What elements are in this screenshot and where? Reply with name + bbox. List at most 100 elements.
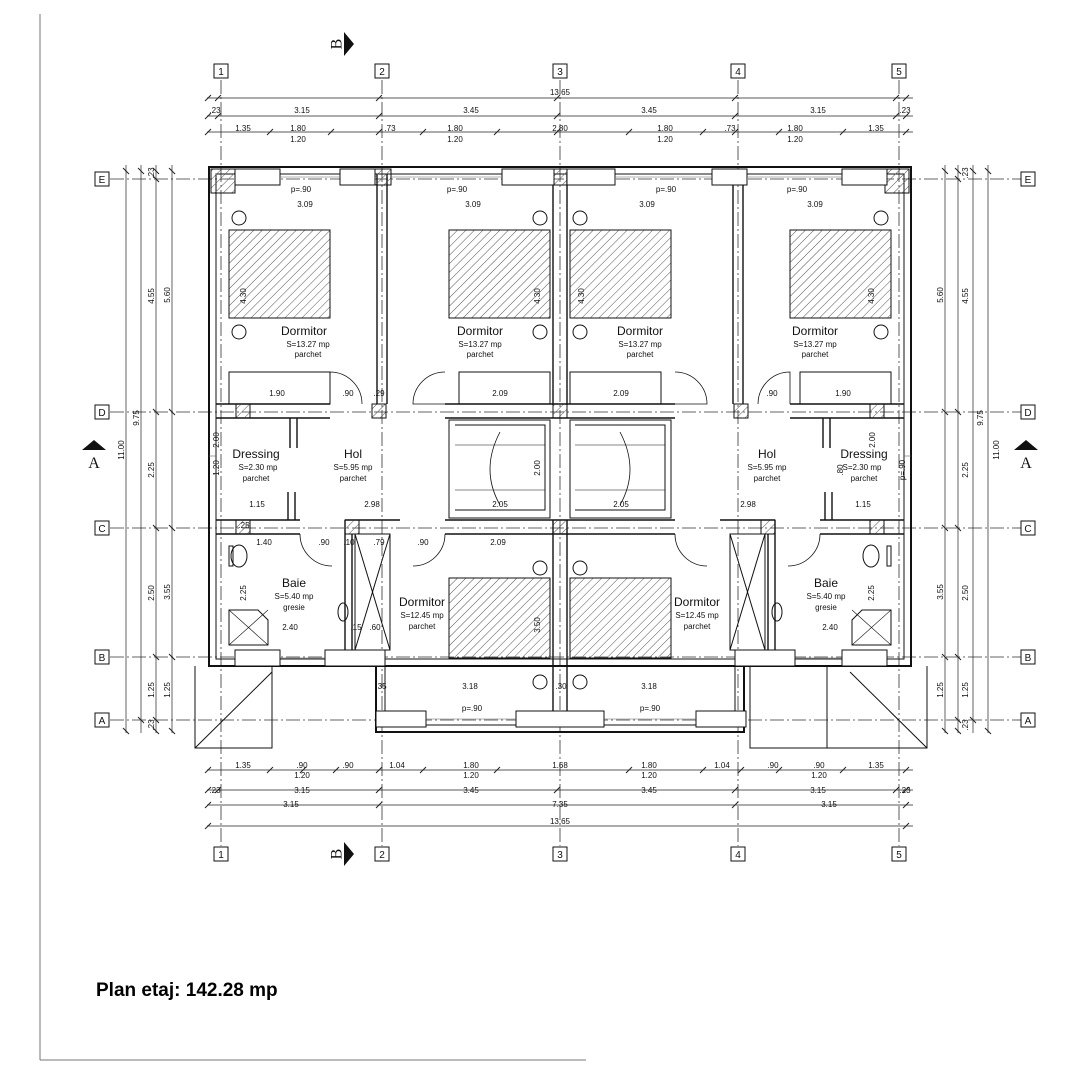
dim-bottom-sill: 1.20 (294, 771, 310, 780)
room-area: S=5.40 mp (275, 592, 314, 601)
axis-label-d-left: D (98, 408, 105, 419)
room-name: Baie (282, 576, 306, 590)
dim-top-axis: 3.15 (294, 106, 310, 115)
room-dressing-left: Dressing S=2.30 mp parchet (232, 447, 279, 483)
axis-markers (94, 63, 1036, 862)
room-dormitor-2: Dormitor S=13.27 mp parchet (457, 324, 503, 359)
wardrobes (228, 371, 892, 651)
dim-bottom-axis: 3.45 (463, 786, 479, 795)
dim-interior: p=.90 (640, 704, 661, 713)
section-b-arrow-top (344, 32, 354, 56)
dim-bottom-opening: .90 (342, 761, 354, 770)
dim-top-opening: 1.35 (235, 124, 251, 133)
room-finish: parchet (851, 474, 878, 483)
dim-interior: p=.90 (656, 185, 677, 194)
axis-label-e-right: E (1025, 175, 1032, 186)
axis-label-3-top: 3 (557, 67, 563, 78)
dim-top-axis: 3.45 (463, 106, 479, 115)
room-finish: parchet (627, 350, 654, 359)
dim-interior: 2.40 (282, 623, 298, 632)
room-name: Dormitor (457, 324, 503, 338)
room-area: S=13.27 mp (458, 340, 502, 349)
room-name: Dormitor (674, 595, 720, 609)
plan-caption: Plan etaj: 142.28 mp (96, 980, 278, 1001)
room-dormitor-1: Dormitor S=13.27 mp parchet (281, 324, 330, 359)
dim-interior: 3.18 (641, 682, 657, 691)
dim-top-opening: .73 (724, 124, 736, 133)
dim-top-sill: 1.20 (290, 135, 306, 144)
room-finish: parchet (684, 622, 711, 631)
dim-interior: 1.90 (269, 389, 285, 398)
dim-left-mid: 1.25 (163, 682, 172, 698)
room-name: Hol (344, 447, 362, 461)
dim-left-inner: 1.25 (147, 682, 156, 698)
axis-label-2-top: 2 (379, 67, 385, 78)
dim-interior: .29 (373, 389, 385, 398)
dim-right-inner: .23 (961, 167, 970, 179)
section-a-label-right: A (1020, 455, 1032, 472)
dim-interior: 2.40 (822, 623, 838, 632)
window-glazing (209, 176, 911, 720)
room-area: S=5.40 mp (807, 592, 846, 601)
dim-interior: .90 (766, 389, 778, 398)
room-finish: parchet (467, 350, 494, 359)
dim-top-opening: 1.80 (657, 124, 673, 133)
dim-interior: 4.30 (533, 288, 542, 304)
dim-top-sill: 1.20 (657, 135, 673, 144)
dim-interior: 1.40 (256, 538, 272, 547)
beds (228, 229, 892, 659)
section-b-label-top: B (329, 39, 346, 50)
dim-interior: .35 (375, 682, 387, 691)
dim-interior: 3.09 (807, 200, 823, 209)
dim-bottom-sill: 1.20 (641, 771, 657, 780)
dim-bottom-opening: .90 (296, 761, 308, 770)
axis-label-b-right: B (1025, 653, 1032, 664)
room-hol-left: Hol S=5.95 mp parchet (334, 447, 373, 483)
dim-right-inner: 4.55 (961, 288, 970, 304)
dim-interior: .80 (836, 464, 845, 476)
room-finish: parchet (243, 474, 270, 483)
dim-bottom-opening: 1.80 (641, 761, 657, 770)
dim-interior: 1.15 (855, 500, 871, 509)
dim-interior: .25 (238, 521, 250, 530)
dim-right-mid: 5.60 (936, 287, 945, 303)
dim-interior: 4.30 (867, 288, 876, 304)
room-area: S=2.30 mp (239, 463, 278, 472)
axis-label-1-bottom: 1 (218, 850, 224, 861)
dim-interior: 1.90 (835, 389, 851, 398)
dim-bottom-opening: .90 (767, 761, 779, 770)
room-baie-left: Baie S=5.40 mp gresie (275, 576, 314, 612)
dim-interior: 4.30 (239, 288, 248, 304)
axis-label-e-left: E (99, 175, 106, 186)
dim-left-mid: 3.55 (163, 584, 172, 600)
dim-bottom-axis: .23 (899, 786, 911, 795)
room-baie-right: Baie S=5.40 mp gresie (807, 576, 846, 612)
dim-interior: .30 (555, 682, 567, 691)
dim-interior: 2.05 (492, 500, 508, 509)
dim-bottom-opening: 1.35 (235, 761, 251, 770)
axis-label-c-left: C (98, 524, 105, 535)
axis-labels: 1 2 3 4 5 1 2 3 4 5 E D C B A E D C B A (98, 67, 1031, 861)
dimension-labels: 13.65 .23 3.15 3.45 3.45 3.15 .23 1.35 1… (117, 88, 1001, 826)
dim-bottom-opening: 1.68 (552, 761, 568, 770)
dim-top-opening: 1.80 (290, 124, 306, 133)
axis-label-d-right: D (1024, 408, 1031, 419)
dim-interior: p=.90 (462, 704, 483, 713)
dim-right-mid: 1.25 (936, 682, 945, 698)
dim-left-outer: 9.75 (132, 410, 141, 426)
room-dormitor-5: Dormitor S=12.45 mp parchet (399, 595, 445, 631)
section-a-label-left: A (88, 455, 100, 472)
dim-interior: 3.50 (533, 617, 542, 633)
dim-interior: .15 (350, 623, 362, 632)
dim-left-mid: 5.60 (163, 287, 172, 303)
dim-interior: 1.15 (249, 500, 265, 509)
axis-label-a-right: A (1025, 716, 1032, 727)
axis-label-3-bottom: 3 (557, 850, 563, 861)
dimension-lines (125, 97, 989, 827)
axis-label-c-right: C (1024, 524, 1031, 535)
bedside-lamps (231, 210, 889, 690)
sheet-frame (39, 14, 586, 1061)
room-name: Dressing (840, 447, 887, 461)
dim-interior: 2.09 (490, 538, 506, 547)
room-name: Dormitor (617, 324, 663, 338)
